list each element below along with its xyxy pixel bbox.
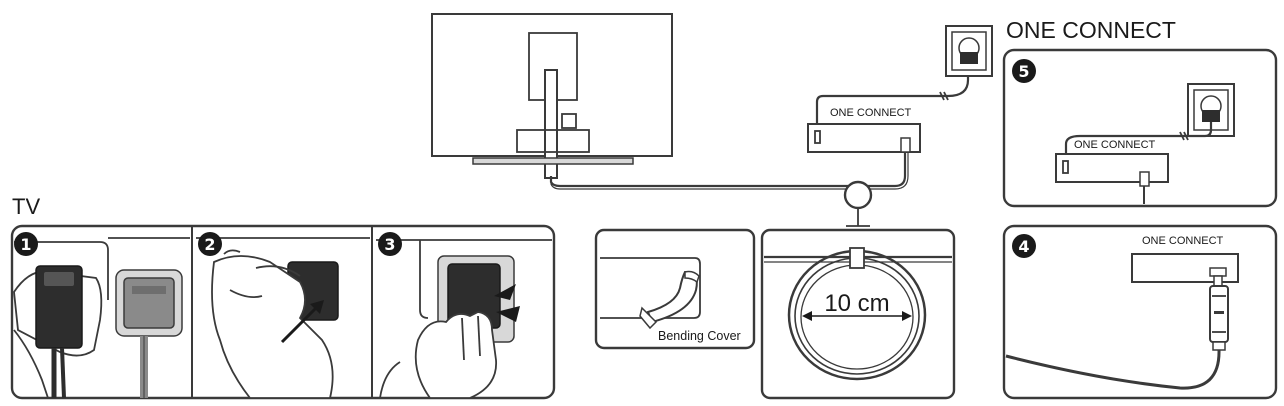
step-3-illustration: 3 (376, 232, 552, 399)
tv-rear-illustration (431, 13, 673, 179)
magnifier-circle (843, 180, 873, 210)
step-4-box-label: ONE CONNECT (1142, 235, 1224, 247)
step-3-badge: 3 (384, 235, 395, 254)
step-5-panel: 5 ONE CONNECT (1002, 48, 1278, 208)
step-4-badge: 4 (1018, 237, 1029, 256)
one-connect-box-main: ONE CONNECT (807, 94, 940, 153)
step-5-badge: 5 (1018, 62, 1029, 81)
step-1-badge: 1 (20, 235, 31, 254)
step-4-panel: 4 ONE CONNECT (1002, 224, 1278, 400)
step-5-box-label: ONE CONNECT (1074, 139, 1156, 151)
one-connect-box-main-label: ONE CONNECT (830, 107, 912, 119)
bending-cover-label: Bending Cover (658, 329, 741, 343)
wall-outlet-icon (945, 25, 993, 77)
tv-steps-strip: 1 2 (10, 224, 556, 400)
loop-diameter-label: 10 cm (824, 290, 889, 317)
step-1-illustration: 1 (13, 232, 190, 399)
step-2-illustration: 2 (196, 232, 370, 399)
cable-loop-panel: 10 cm (760, 228, 956, 400)
one-connect-title: ONE CONNECT (1006, 17, 1176, 43)
tv-label: TV (12, 194, 40, 219)
one-connect-cable (549, 152, 907, 188)
step-2-badge: 2 (204, 235, 215, 254)
bending-cover-panel: Bending Cover (594, 228, 756, 350)
